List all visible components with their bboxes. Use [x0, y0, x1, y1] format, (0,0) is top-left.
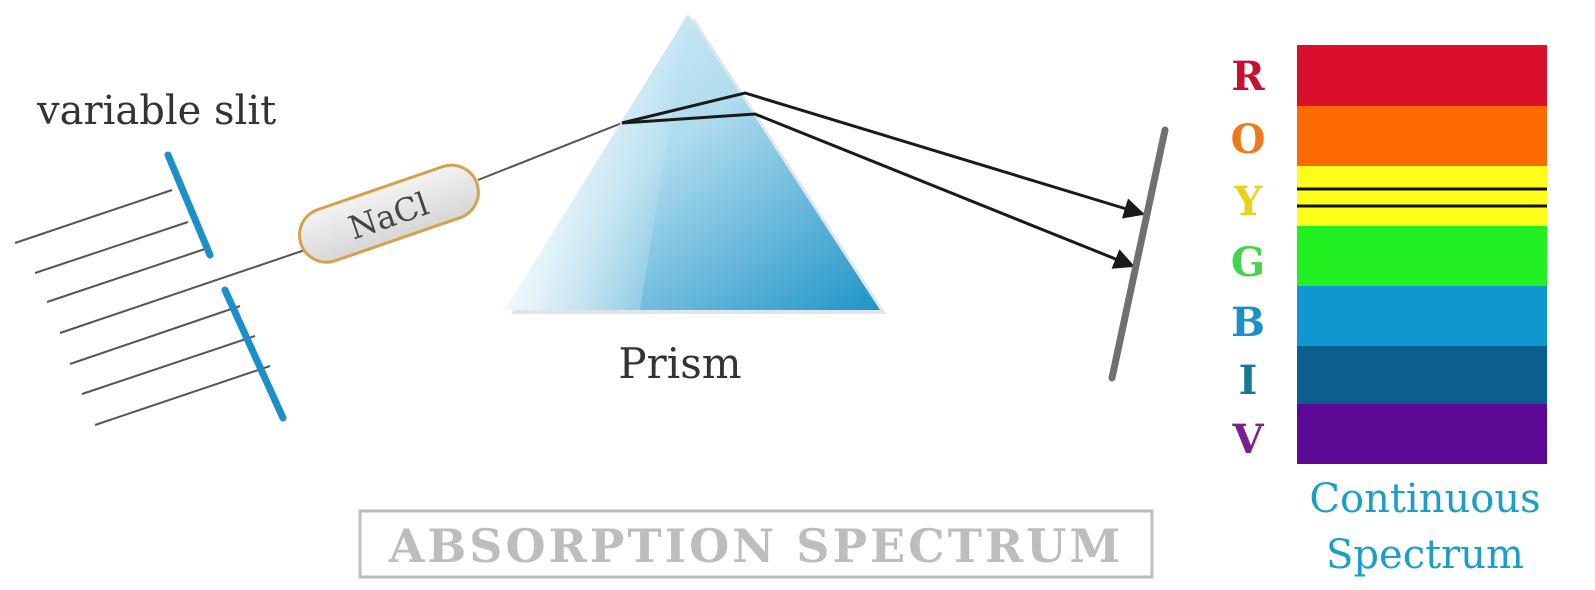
- nacl-sample-tube: NaCl: [298, 163, 480, 264]
- incoming-rays: [14, 189, 306, 426]
- title-frame: [358, 509, 1154, 579]
- continuous-spectrum-bands: [1297, 45, 1547, 464]
- band-indigo: [1297, 346, 1547, 404]
- diagram-title: ABSORPTION SPECTRUM: [388, 519, 1124, 573]
- band-yellow: [1297, 166, 1547, 226]
- spectrum-letters: R O Y G B I V: [1231, 53, 1266, 463]
- title-box: ABSORPTION SPECTRUM: [358, 509, 1154, 579]
- slit-lower-blade: [221, 286, 287, 422]
- slit-label: variable slit: [36, 88, 276, 134]
- band-violet: [1297, 404, 1547, 464]
- incoming-ray: [34, 221, 189, 274]
- spectrum-letter-r: R: [1231, 53, 1265, 100]
- band-blue: [1297, 286, 1547, 346]
- spectrum-letter-b: B: [1231, 299, 1265, 346]
- spectrum-letter-o: O: [1231, 116, 1266, 163]
- spectrum-letter-i: I: [1239, 357, 1258, 404]
- band-orange: [1297, 106, 1547, 166]
- beam-to-prism: [477, 122, 623, 181]
- spectrum-caption-line2: Spectrum: [1326, 532, 1524, 578]
- refracted-beams: [621, 91, 1146, 269]
- incoming-ray: [46, 248, 206, 303]
- spectrum-letter-y: Y: [1233, 178, 1263, 225]
- spectrum-letter-v: V: [1231, 416, 1264, 463]
- prism: [505, 14, 886, 314]
- band-red: [1297, 45, 1547, 106]
- incoming-ray: [81, 335, 256, 395]
- incoming-ray: [14, 189, 173, 244]
- slit-upper-blade: [164, 151, 214, 259]
- spectrum-letter-g: G: [1231, 239, 1265, 286]
- refracted-beam-upper: [621, 91, 1146, 219]
- incoming-ray: [69, 305, 241, 365]
- prism-label: Prism: [618, 339, 741, 388]
- sample-tube-body: [298, 163, 480, 264]
- refracted-beam-lower: [621, 112, 1135, 269]
- incoming-ray: [94, 365, 271, 426]
- band-green: [1297, 226, 1547, 286]
- detector-screen: [1108, 126, 1169, 382]
- variable-slit: [164, 151, 287, 422]
- prism-highlight: [505, 14, 688, 310]
- spectrum-caption-line1: Continuous: [1309, 476, 1540, 522]
- incoming-ray: [59, 249, 306, 334]
